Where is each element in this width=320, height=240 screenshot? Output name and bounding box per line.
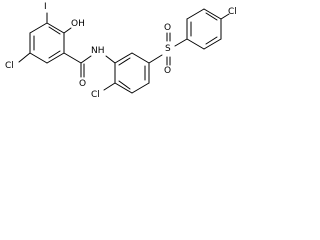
atom-label-iodine: I: [44, 2, 47, 12]
bond: [203, 8, 222, 20]
bond: [205, 36, 218, 45]
atom-labels: I OH Cl O NH Cl S O O Cl: [5, 2, 237, 100]
bond: [220, 13, 230, 20]
bond: [186, 38, 205, 50]
bonds: [18, 8, 230, 94]
atom-label-amide-nh: NH: [91, 46, 105, 56]
chemical-structure: I OH Cl O NH Cl S O O Cl: [5, 2, 237, 100]
atom-label-chlorine-bottom: Cl: [91, 90, 100, 100]
bond: [105, 55, 116, 64]
bond: [148, 54, 163, 64]
bond: [114, 82, 133, 94]
bond: [48, 50, 61, 59]
bond: [46, 52, 65, 64]
bond: [203, 38, 222, 50]
atom-label-hydroxyl: OH: [71, 19, 85, 29]
atom-label-chlorine-right: Cl: [228, 7, 237, 17]
bond: [103, 82, 116, 91]
bond: [29, 52, 48, 64]
atom-label-carbonyl-oxygen: O: [79, 79, 86, 89]
bond: [63, 27, 72, 34]
bond: [118, 57, 131, 66]
bond: [29, 22, 48, 34]
bond: [48, 26, 61, 35]
bond: [46, 22, 65, 34]
bond: [18, 52, 31, 63]
bond: [205, 12, 218, 21]
atom-label-chlorine-left: Cl: [5, 61, 14, 71]
bond: [174, 38, 188, 47]
bond: [131, 52, 150, 64]
atom-label-sulfur: S: [165, 44, 171, 54]
atom-label-sulfonyl-oxygen-bottom: O: [164, 66, 171, 76]
bond: [118, 80, 131, 90]
atom-label-sulfonyl-oxygen-top: O: [164, 23, 171, 33]
bond: [186, 8, 205, 20]
bond: [114, 52, 133, 64]
bond: [131, 82, 150, 94]
bond: [80, 55, 92, 64]
bond: [63, 52, 82, 64]
